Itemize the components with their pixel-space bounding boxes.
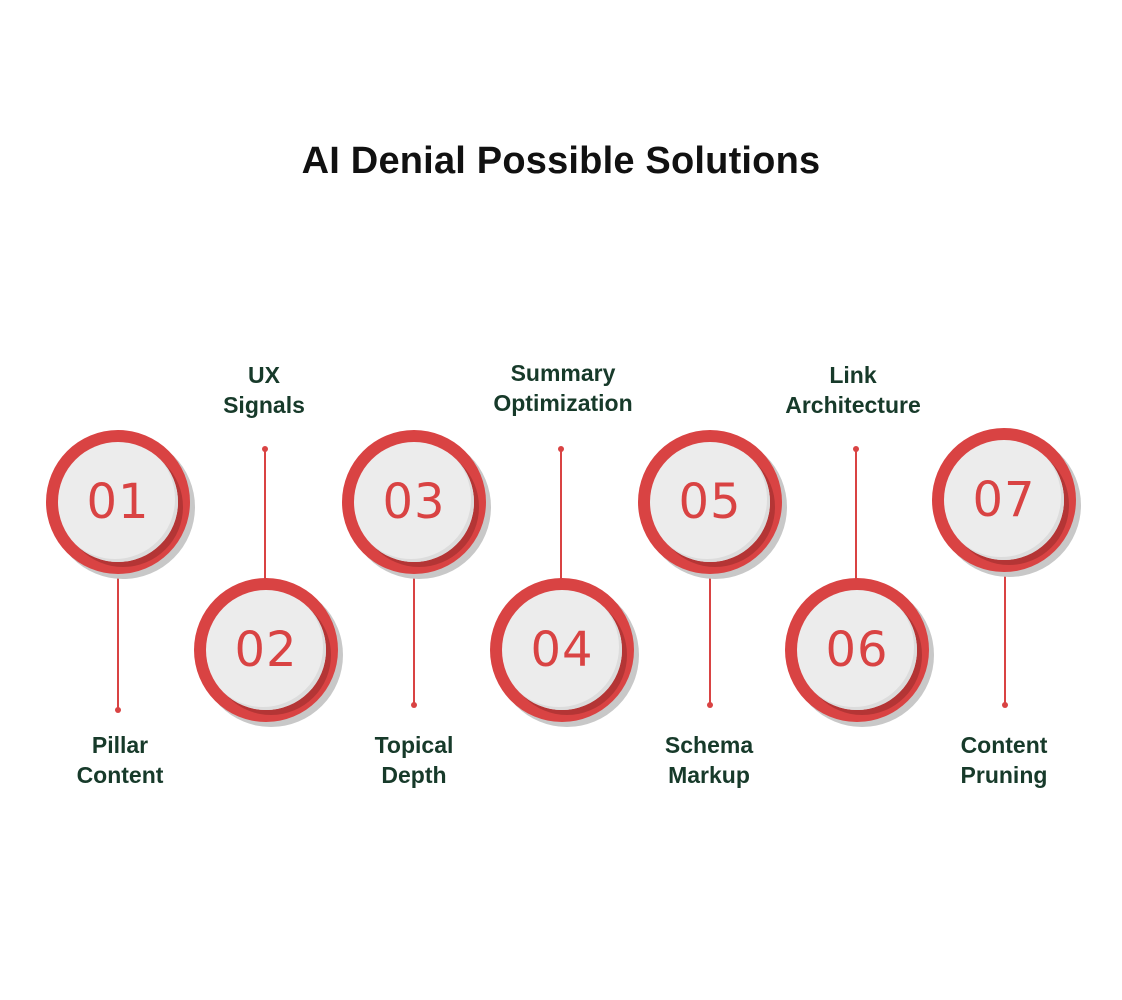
step-label: Content Pruning [904, 730, 1104, 790]
step-circle: 03 [342, 430, 486, 574]
step-circle: 07 [932, 428, 1076, 572]
step-number: 05 [678, 474, 742, 530]
page-title: AI Denial Possible Solutions [301, 140, 821, 182]
step-label: Pillar Content [20, 730, 220, 790]
step-label: Summary Optimization [463, 358, 663, 418]
connector-dot [115, 707, 121, 713]
step-label-line: Content [960, 732, 1048, 758]
connector-line [709, 572, 711, 704]
step-number: 03 [382, 474, 446, 530]
step-number: 04 [530, 622, 594, 678]
step-label-line: Depth [381, 762, 447, 788]
step-circle: 02 [194, 578, 338, 722]
step-circle: 01 [46, 430, 190, 574]
step-label-line: Summary [510, 360, 616, 386]
step-label: Topical Depth [314, 730, 514, 790]
connector-dot [707, 702, 713, 708]
step-label-line: UX [248, 362, 280, 388]
step-label-line: Signals [223, 392, 305, 418]
step-label-line: Content [76, 762, 164, 788]
step-circle-inner: 06 [797, 590, 917, 710]
step-label: Schema Markup [609, 730, 809, 790]
connector-line [117, 572, 119, 708]
step-label-line: Schema [664, 732, 754, 758]
step-number: 01 [86, 474, 150, 530]
step-circle-inner: 02 [206, 590, 326, 710]
step-circle-inner: 01 [58, 442, 178, 562]
step-circle-inner: 05 [650, 442, 770, 562]
connector-line [1004, 570, 1006, 704]
step-circle-inner: 07 [944, 440, 1064, 560]
step-number: 02 [234, 622, 298, 678]
step-label: Link Architecture [753, 360, 953, 420]
connector-dot [411, 702, 417, 708]
connector-line [413, 572, 415, 704]
step-label-line: Pillar [91, 732, 149, 758]
step-label: UX Signals [164, 360, 364, 420]
connector-dot [1002, 702, 1008, 708]
step-circle: 05 [638, 430, 782, 574]
step-label-line: Architecture [785, 392, 921, 418]
step-number: 07 [972, 472, 1036, 528]
step-label-line: Optimization [493, 390, 633, 416]
step-circle: 06 [785, 578, 929, 722]
step-circle: 04 [490, 578, 634, 722]
connector-dot [262, 446, 268, 452]
connector-line [264, 450, 266, 580]
step-circle-inner: 04 [502, 590, 622, 710]
connector-line [560, 450, 562, 580]
connector-dot [558, 446, 564, 452]
step-label-line: Topical [374, 732, 454, 758]
step-circle-inner: 03 [354, 442, 474, 562]
connector-line [855, 450, 857, 580]
step-label-line: Markup [668, 762, 750, 788]
connector-dot [853, 446, 859, 452]
step-label-line: Link [829, 362, 877, 388]
step-label-line: Pruning [960, 762, 1048, 788]
step-number: 06 [825, 622, 889, 678]
